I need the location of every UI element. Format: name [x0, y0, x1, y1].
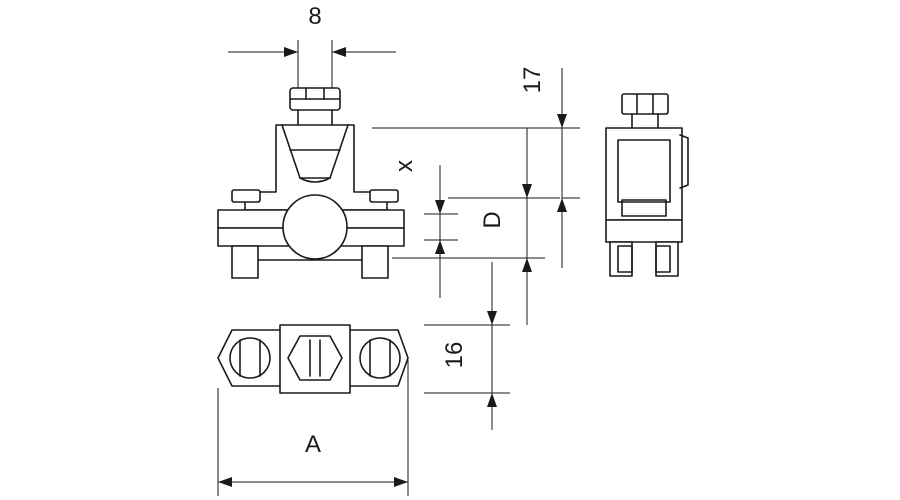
- top-view: [217, 324, 409, 394]
- dimension-screw-width: 8: [228, 3, 396, 88]
- label-diameter: D: [479, 211, 506, 228]
- dimension-base-length: A: [217, 360, 409, 496]
- label-base-length: A: [305, 431, 321, 458]
- side-view: [605, 93, 689, 277]
- label-top-height: 17: [519, 67, 546, 94]
- label-screw-width: 8: [308, 3, 321, 30]
- dimension-base-height: 16: [424, 262, 510, 430]
- label-base-height: 16: [441, 342, 468, 369]
- label-clamp-offset: x: [391, 160, 418, 172]
- dimension-top-height: 17: [372, 67, 580, 268]
- dimension-clamp-offset: x: [391, 160, 458, 298]
- front-view: [217, 87, 405, 279]
- dimension-diameter: D: [392, 128, 560, 325]
